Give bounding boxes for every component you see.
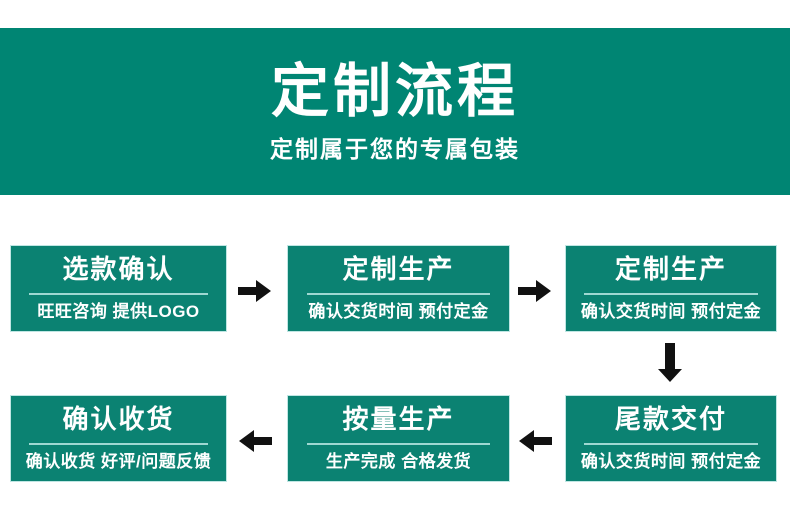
flow-step-4-divider [584,442,758,445]
flow-step-6-title: 确认收货 [62,404,175,435]
arrow-left-step4-step5 [518,429,552,453]
page-subtitle: 定制属于您的专属包装 [270,135,520,162]
flow-step-4-title: 尾款交付 [614,404,727,435]
flow-step-4-subtitle: 确认交货时间 预付定金 [580,451,762,471]
flow-step-6-divider [29,442,208,445]
arrow-down-step3-step4 [655,343,685,383]
flow-step-1-title: 选款确认 [62,254,175,285]
flow-step-5-title: 按量生产 [342,404,455,435]
flow-step-2[interactable]: 定制生产 确认交货时间 预付定金 [287,245,510,332]
arrow-left-step5-step6 [238,429,272,453]
flow-step-3-subtitle: 确认交货时间 预付定金 [580,301,762,321]
page-title: 定制流程 [270,58,519,124]
flow-step-6-subtitle: 确认收货 好评/问题反馈 [25,451,212,471]
flow-step-3-divider [584,292,758,295]
flow-step-6[interactable]: 确认收货 确认收货 好评/问题反馈 [10,395,227,482]
flow-step-1-subtitle: 旺旺咨询 提供LOGO [37,301,200,321]
flow-step-5-subtitle: 生产完成 合格发货 [325,451,472,471]
flow-step-5[interactable]: 按量生产 生产完成 合格发货 [287,395,510,482]
flow-step-2-divider [306,292,491,295]
arrow-right-step1-step2 [238,279,272,303]
process-flow-diagram: 选款确认 旺旺咨询 提供LOGO 定制生产 确认交货时间 预付定金 定制生产 确… [0,195,790,524]
flow-step-2-title: 定制生产 [342,254,455,285]
flow-step-5-divider [306,442,491,445]
header-banner: 定制流程 定制属于您的专属包装 [0,28,790,195]
flow-step-2-subtitle: 确认交货时间 预付定金 [308,301,489,321]
flow-step-3[interactable]: 定制生产 确认交货时间 预付定金 [565,245,777,332]
flow-step-1[interactable]: 选款确认 旺旺咨询 提供LOGO [10,245,227,332]
flow-step-1-divider [29,292,208,295]
flow-step-3-title: 定制生产 [614,254,727,285]
flow-step-4[interactable]: 尾款交付 确认交货时间 预付定金 [565,395,777,482]
arrow-right-step2-step3 [518,279,552,303]
